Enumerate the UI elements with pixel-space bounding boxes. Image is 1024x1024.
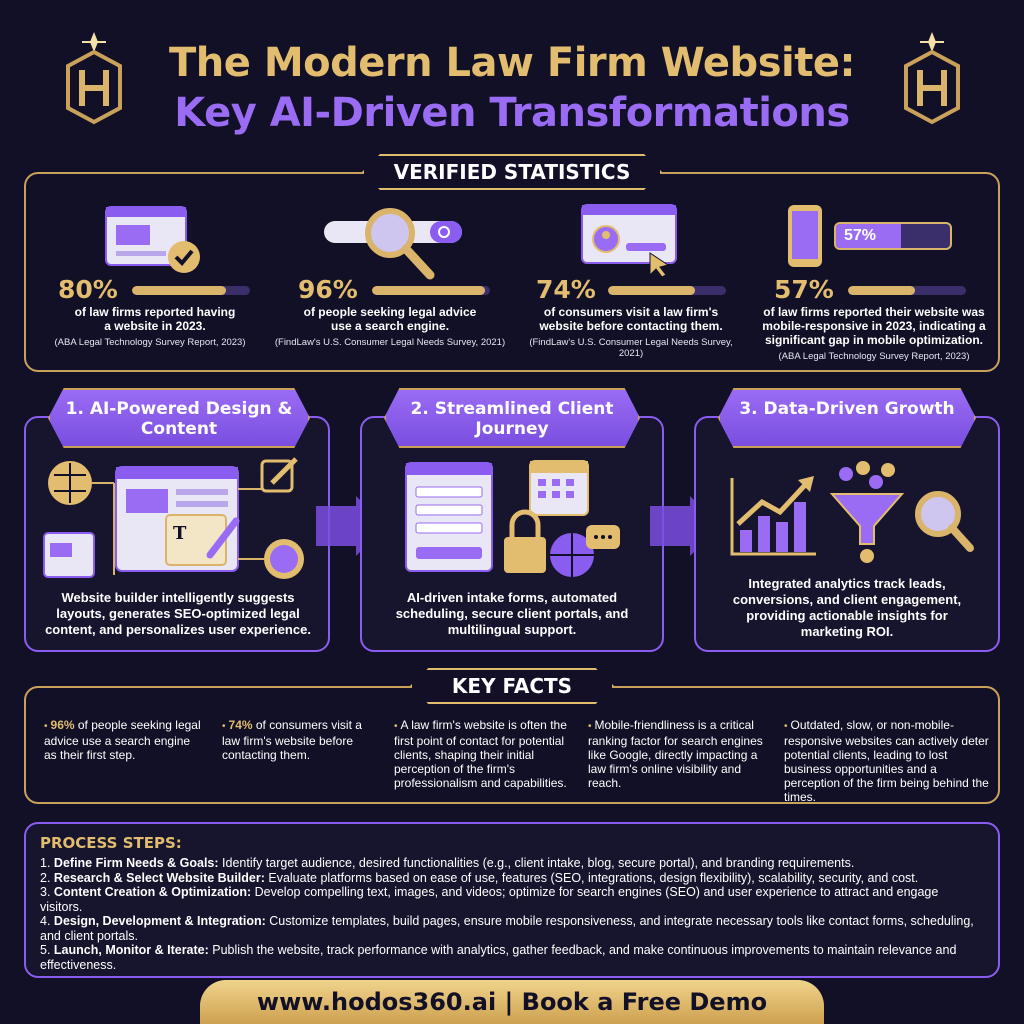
stat-progress-bar xyxy=(608,286,726,295)
process-step-4: 4. Design, Development & Integration: Cu… xyxy=(40,914,974,943)
stat-description: of people seeking legal advice use a sea… xyxy=(303,305,477,333)
statistics-heading: VERIFIED STATISTICS xyxy=(362,154,662,190)
stat-source: (ABA Legal Technology Survey Report, 202… xyxy=(54,337,246,348)
key-fact-item-5: •Outdated, slow, or non-mobile-responsiv… xyxy=(784,718,989,804)
process-step-3: 3. Content Creation & Optimization: Deve… xyxy=(40,885,939,914)
transformation-text-3: Integrated analytics track leads, conver… xyxy=(732,576,962,639)
stat-progress-bar xyxy=(848,286,966,295)
transformation-title-3: 3. Data-Driven Growth xyxy=(718,388,976,448)
hodos-logo-left xyxy=(66,32,122,125)
search-magnifier-icon xyxy=(324,208,462,280)
key-fact-item-1: •96% of people seeking legal advice use … xyxy=(44,718,201,762)
badge-value: 57% xyxy=(844,227,877,244)
key-facts-heading: KEY FACTS xyxy=(410,668,614,704)
stat-card-1: 80% of law firms reported having a websi… xyxy=(40,195,260,365)
stat-card-4: 57% 57% of law firms reported their webs… xyxy=(756,195,992,365)
transformation-text-1: Website builder intelligently suggests l… xyxy=(45,590,311,637)
stat-description: of law firms reported having a website i… xyxy=(74,305,236,333)
stat-progress-bar xyxy=(372,286,490,295)
hodos-logo-right xyxy=(904,32,960,125)
footer-cta-link[interactable]: www.hodos360.ai | Book a Free Demo xyxy=(200,980,824,1024)
stat-description: of law firms reported their website was … xyxy=(762,305,986,347)
stat-value: 96% xyxy=(298,275,358,304)
svg-text:T: T xyxy=(173,523,187,544)
process-step-1: 1. Define Firm Needs & Goals: Identify t… xyxy=(40,856,855,870)
mobile-percent-badge: 57% xyxy=(834,222,952,250)
process-heading: PROCESS STEPS: xyxy=(40,834,182,852)
stat-card-2: 96% of people seeking legal advice use a… xyxy=(270,195,510,365)
data-growth-illustration xyxy=(730,461,974,563)
mobile-phone-icon xyxy=(788,205,822,267)
transformation-text-2: AI-driven intake forms, automated schedu… xyxy=(395,590,629,637)
stat-value: 80% xyxy=(58,275,118,304)
process-step-2: 2. Research & Select Website Builder: Ev… xyxy=(40,870,919,885)
client-journey-illustration xyxy=(405,460,620,577)
stat-value: 74% xyxy=(536,275,596,304)
browser-check-icon xyxy=(105,206,200,273)
stat-source: (FindLaw's U.S. Consumer Legal Needs Sur… xyxy=(274,337,506,348)
process-steps-panel: PROCESS STEPS: 1. Define Firm Needs & Go… xyxy=(24,822,1000,978)
transformation-title-1: 1. AI-Powered Design & Content xyxy=(48,388,310,448)
key-fact-item-4: •Mobile-friendliness is a critical ranki… xyxy=(588,718,763,790)
browser-profile-icon xyxy=(581,204,677,278)
page-title-line1: The Modern Law Firm Website: xyxy=(169,40,855,86)
stat-progress-bar xyxy=(132,286,250,295)
page-title-line2: Key AI-Driven Transformations xyxy=(174,90,850,136)
stat-source: (FindLaw's U.S. Consumer Legal Needs Sur… xyxy=(529,337,733,359)
stat-card-3: 74% of consumers visit a law firm's webs… xyxy=(516,195,746,365)
stat-source: (ABA Legal Technology Survey Report, 202… xyxy=(778,351,970,362)
ai-design-illustration: T xyxy=(43,457,304,579)
stat-value: 57% xyxy=(774,275,834,304)
stat-description: of consumers visit a law firm's website … xyxy=(539,305,723,333)
key-fact-item-2: •74% of consumers visit a law firm's web… xyxy=(222,718,362,762)
transformation-title-2: 2. Streamlined Client Journey xyxy=(384,388,640,448)
process-step-5: 5. Launch, Monitor & Iterate: Publish th… xyxy=(40,943,957,972)
key-fact-item-3: •A law firm's website is often the first… xyxy=(394,718,567,790)
